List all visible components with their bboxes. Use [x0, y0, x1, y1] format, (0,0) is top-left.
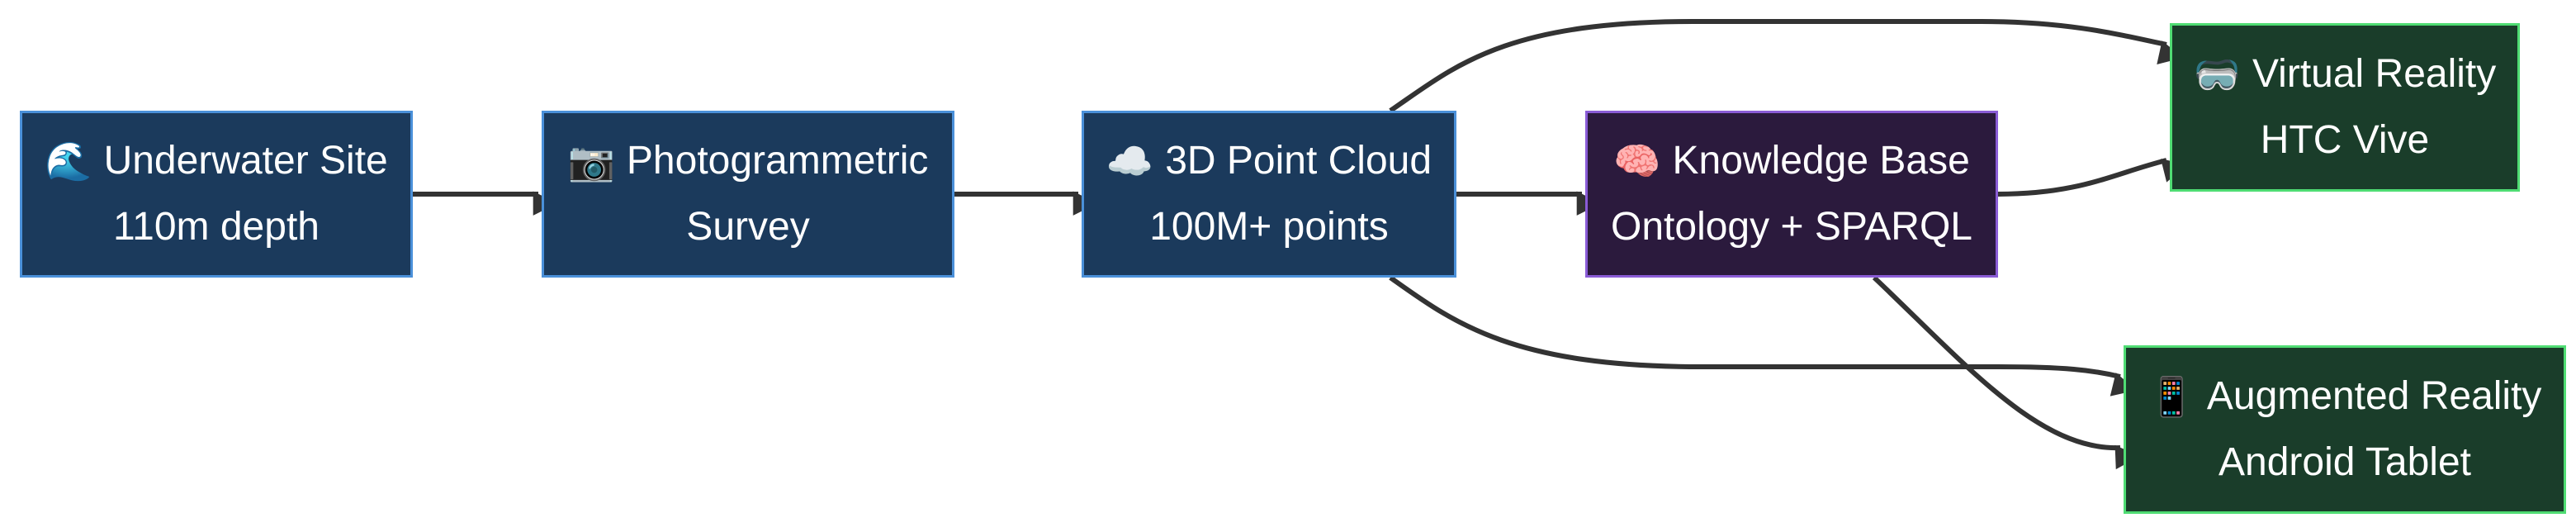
- edge-knowledge-to-vr: [1997, 158, 2188, 197]
- node-ar-subtitle: Android Tablet: [2218, 440, 2471, 484]
- node-underwater-title: Underwater Site: [103, 139, 388, 183]
- mobile-phone-icon: 📱: [2147, 374, 2195, 419]
- edge-pointcloud-to-vr: [1389, 19, 2184, 113]
- node-vr-subtitle: HTC Vive: [2260, 118, 2430, 162]
- node-ar-title: Augmented Reality: [2206, 374, 2542, 418]
- node-augmented-reality: 📱 Augmented Reality Android Tablet: [2124, 345, 2566, 514]
- node-knowledge-subtitle: Ontology + SPARQL: [1611, 205, 1972, 249]
- cloud-icon: ☁️: [1106, 139, 1154, 183]
- camera-icon: 📷: [567, 139, 615, 183]
- brain-icon: 🧠: [1613, 139, 1661, 183]
- node-3d-point-cloud: ☁️ 3D Point Cloud 100M+ points: [1082, 111, 1456, 278]
- node-photo-title: Photogrammetric: [626, 139, 929, 183]
- wave-icon: 🌊: [45, 139, 92, 183]
- vr-headset-icon: 🥽: [2193, 52, 2242, 97]
- node-knowledge-title: Knowledge Base: [1672, 139, 1970, 183]
- node-underwater-site: 🌊 Underwater Site 110m depth: [20, 111, 413, 278]
- edge-pointcloud-to-ar: [1389, 275, 2137, 397]
- node-knowledge-base: 🧠 Knowledge Base Ontology + SPARQL: [1585, 111, 1998, 278]
- node-virtual-reality: 🥽 Virtual Reality HTC Vive: [2170, 23, 2520, 192]
- edge-knowledge-to-ar: [1872, 275, 2140, 470]
- node-vr-title: Virtual Reality: [2252, 52, 2497, 96]
- node-photogrammetric-survey: 📷 Photogrammetric Survey: [542, 111, 954, 278]
- node-pointcloud-subtitle: 100M+ points: [1149, 205, 1389, 249]
- node-photo-subtitle: Survey: [686, 205, 810, 249]
- node-underwater-subtitle: 110m depth: [113, 205, 320, 249]
- node-pointcloud-title: 3D Point Cloud: [1165, 139, 1432, 183]
